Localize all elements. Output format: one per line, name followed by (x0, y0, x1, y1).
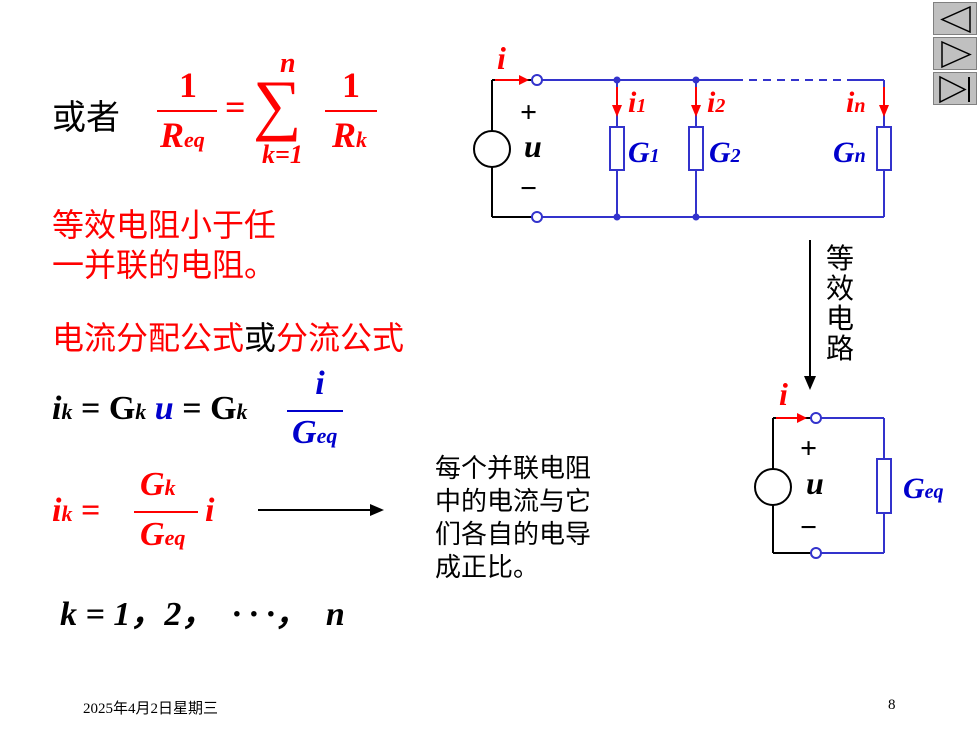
heading-part-2: 或 (244, 319, 277, 357)
equivalent-circuit-label: 等 效 电 路 (826, 244, 856, 364)
equiv-char-4: 路 (826, 332, 855, 365)
sigma-symbol: ∑ (253, 66, 302, 142)
G1-sub: 1 (649, 145, 660, 167)
Geq-label: Geq (903, 472, 944, 506)
i1-label: i1 (628, 86, 646, 120)
eq2-numerator-sub: k (164, 475, 176, 500)
source-current-label: i (497, 40, 506, 76)
Gn-letter: G (833, 136, 855, 169)
G2-sub: 2 (730, 145, 741, 167)
voltage-u-label: u (524, 128, 542, 164)
equation-2: ik = (52, 492, 100, 530)
in-sub: n (854, 95, 866, 117)
triangle-right-icon (941, 40, 972, 69)
formula-R: R (160, 115, 185, 155)
sigma-upper: n (280, 48, 296, 79)
proportional-note-line-4: 成正比。 (435, 553, 540, 583)
formula-eq-sub: eq (184, 127, 205, 152)
equation-1: ik = Gk u = Gk (52, 390, 248, 428)
Gn-sub: n (854, 145, 866, 167)
eq1-equals-G2: = G (182, 390, 237, 427)
equation-3: k = 1，2， · · ·， n (60, 596, 345, 633)
formula-numerator-1: 1 (179, 65, 197, 105)
fraction-bar-2 (325, 110, 377, 112)
G2-letter: G (709, 136, 731, 169)
proportional-note-line-1: 每个并联电阻 (435, 454, 592, 484)
equiv-resistance-note: 等效电阻小于任 一并联的电阻。 (52, 205, 276, 285)
triangle-left-icon (940, 5, 971, 34)
note-line-2: 一并联的电阻。 (52, 246, 277, 284)
in-letter: i (846, 86, 855, 119)
prev-slide-button[interactable] (933, 2, 977, 35)
minus-sign: − (520, 172, 538, 205)
huozhe-label: 或者 (52, 98, 120, 138)
fraction-bar (157, 110, 217, 112)
eq1-numerator: i (315, 365, 325, 402)
eq1-equals-G: = G (80, 390, 136, 427)
sigma-lower: k=1 (262, 140, 303, 169)
current-division-heading: 电流分配公式或分流公式 (52, 313, 404, 359)
eq1-i: i (52, 390, 62, 427)
eq2-equals: = (80, 492, 101, 529)
eq-source-current-label: i (779, 376, 788, 412)
eq1-i-sub: k (61, 399, 73, 424)
eq1-denominator-sub: eq (316, 423, 338, 448)
next-slide-button[interactable] (933, 37, 977, 70)
page-number: 8 (888, 697, 896, 713)
i2-sub: 2 (715, 95, 726, 117)
heading-part-3: 分流公式 (276, 319, 405, 357)
plus-sign: + (520, 96, 538, 129)
eq1-G-sub: k (135, 399, 147, 424)
G1-letter: G (628, 136, 650, 169)
i2-label: i2 (707, 86, 725, 120)
Geq-sub: eq (924, 481, 944, 503)
eq2-i-right: i (205, 492, 215, 529)
G2-label: G2 (709, 136, 741, 170)
proportional-note-line-2: 中的电流与它 (435, 487, 592, 517)
eq1-fraction-bar (287, 410, 343, 412)
i1-letter: i (628, 86, 637, 119)
eq2-numerator: G (140, 466, 165, 503)
Geq-letter: G (903, 472, 925, 505)
formula-numerator-2: 1 (342, 65, 360, 105)
eq2-denominator-sub: eq (164, 525, 186, 550)
pointer-arrow (258, 504, 384, 516)
eq-voltage-u-label: u (806, 465, 824, 501)
equiv-char-1: 等 (826, 242, 855, 275)
eq-minus-sign: − (800, 511, 818, 544)
equiv-char-3: 电 (826, 302, 855, 335)
eq2-i: i (52, 492, 62, 529)
equiv-char-2: 效 (826, 272, 855, 305)
eq-plus-sign: + (800, 432, 818, 465)
last-slide-button[interactable] (933, 72, 977, 105)
i1-sub: 1 (636, 95, 647, 117)
i2-letter: i (707, 86, 716, 119)
eq2-denominator: G (140, 516, 165, 553)
eq2-fraction-bar (134, 511, 198, 513)
formula-equals: = (225, 87, 246, 127)
formula-Rk-R: R (332, 115, 357, 155)
formula-Rk-sub: k (356, 127, 368, 152)
in-label: in (846, 86, 865, 120)
proportional-note: 每个并联电阻 中的电流与它 们各自的电导 成正比。 (435, 453, 591, 585)
skip-end-icon (939, 75, 970, 104)
proportional-note-line-3: 们各自的电导 (435, 520, 592, 550)
G1-label: G1 (628, 136, 660, 170)
heading-part-1: 电流分配公式 (52, 319, 245, 357)
eq1-G-sub2: k (236, 399, 248, 424)
eq1-denominator: G (292, 414, 317, 451)
note-line-1: 等效电阻小于任 (52, 206, 277, 244)
Gn-label: Gn (833, 136, 866, 170)
eq2-i-sub: k (61, 501, 73, 526)
footer-date: 2025年4月2日星期三 (83, 701, 219, 717)
eq1-u: u (154, 390, 174, 427)
